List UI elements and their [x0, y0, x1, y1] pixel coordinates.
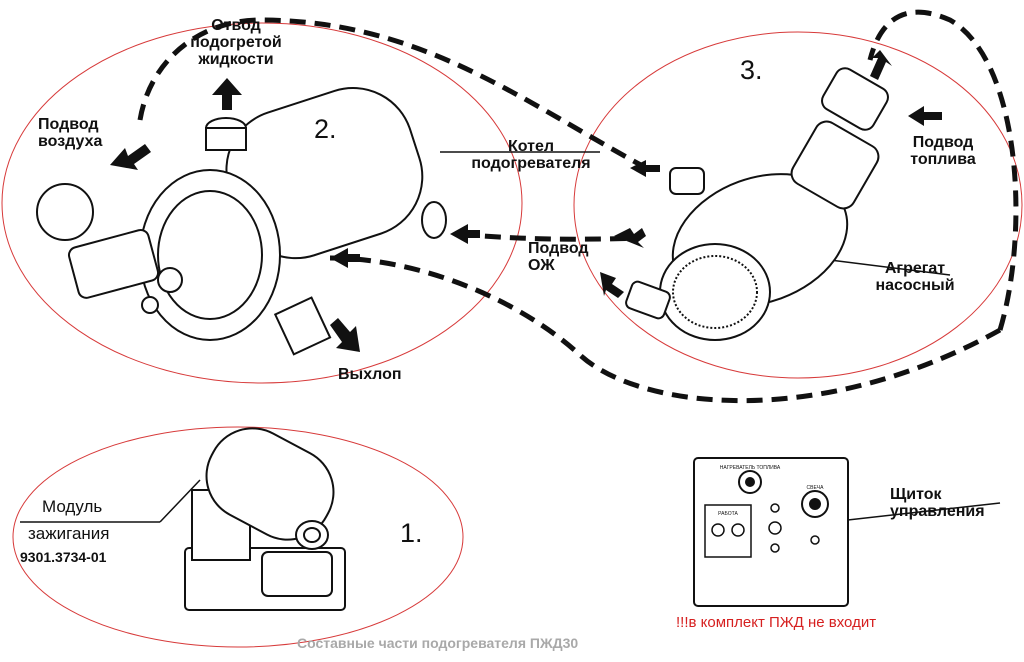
panel-toggle-right: [731, 523, 745, 537]
arrow-into-kotel-2: [450, 224, 480, 244]
number-two: 2.: [314, 114, 337, 144]
exhaust-pipe: [273, 296, 332, 356]
leader-shchitok: [829, 502, 1001, 523]
panel-top-label: НАГРЕВАТЕЛЬ ТОПЛИВА: [720, 465, 781, 471]
arrows: [110, 50, 942, 352]
label-kotel: Котел подогревателя: [471, 138, 591, 172]
label-otvod: Отвод подогретой жидкости: [190, 17, 282, 68]
leader-lines: [20, 151, 1001, 523]
panel-indicator-3: [770, 543, 780, 553]
arrow-left-toplivo: [908, 106, 942, 126]
number-three: 3.: [740, 55, 763, 85]
arrow-from-ozh: [600, 272, 624, 298]
module-cylinder: [205, 427, 335, 541]
leader-modul-2: [159, 479, 201, 523]
module-terminals: [261, 551, 333, 597]
panel-rabota-label: РАБОТА: [718, 511, 738, 517]
ozh-pipe-stub: [625, 280, 671, 320]
dashed-line-ozh-return: [459, 231, 641, 242]
dashed-line-top-loop: [137, 17, 652, 173]
label-podvod-vozduha: Подвод воздуха: [38, 116, 103, 150]
panel-bottom-light: [810, 535, 820, 545]
module-base: [184, 547, 346, 611]
boiler-side-pipe: [421, 201, 447, 239]
label-agregat: Агрегат насосный: [875, 260, 955, 294]
arrow-up-pump: [870, 50, 892, 80]
dashed-line-exhaust-to-pump: [329, 255, 1002, 404]
panel-svecha-label: СВЕЧА: [807, 485, 825, 491]
label-modul: Модуль: [42, 497, 103, 516]
group-1-outline: [12, 426, 464, 648]
dashed-line-right-loop: [867, 9, 1019, 331]
label-podvod-ozh: Подвод ОЖ: [528, 240, 589, 274]
group-3-outline: [573, 31, 1023, 379]
not-included-note: !!!в комплект ПЖД не входит: [676, 614, 877, 631]
pump-head: [790, 120, 880, 210]
number-one: 1.: [400, 518, 423, 548]
pump-illustration: [625, 67, 889, 341]
arrow-into-kotel: [330, 248, 360, 268]
label-podvod-topliva: Подвод топлива: [910, 134, 976, 168]
pump-top-fitting: [821, 67, 889, 131]
arrow-to-pump-ozh: [614, 228, 646, 248]
air-inlet: [36, 183, 94, 241]
diagram-caption: Составные части подогревателя ПЖД30: [297, 635, 579, 651]
control-panel: НАГРЕВАТЕЛЬ ТОПЛИВА СВЕЧА РАБОТА: [693, 457, 849, 607]
arrow-up-otvod: [212, 78, 242, 110]
label-zazhiganiya: зажигания: [28, 524, 110, 543]
label-shchitok: Щиток управления: [890, 486, 985, 520]
label-vyhlop: Выхлоп: [338, 366, 402, 383]
label-modul-code: 9301.3734-01: [20, 549, 107, 565]
boiler-illustration: [36, 87, 447, 356]
burner-block: [67, 229, 160, 299]
arrow-to-kotel-from-pump: [630, 160, 660, 177]
panel-indicator-1: [770, 503, 780, 513]
panel-toggle-left: [711, 523, 725, 537]
ignition-module-illustration: [184, 427, 346, 611]
arrow-down-vyhlop: [330, 318, 360, 352]
arrow-left-vozduh: [110, 144, 151, 170]
leader-agregat: [829, 259, 951, 276]
group-2-outline: [1, 22, 523, 384]
panel-indicator-2: [768, 521, 782, 535]
